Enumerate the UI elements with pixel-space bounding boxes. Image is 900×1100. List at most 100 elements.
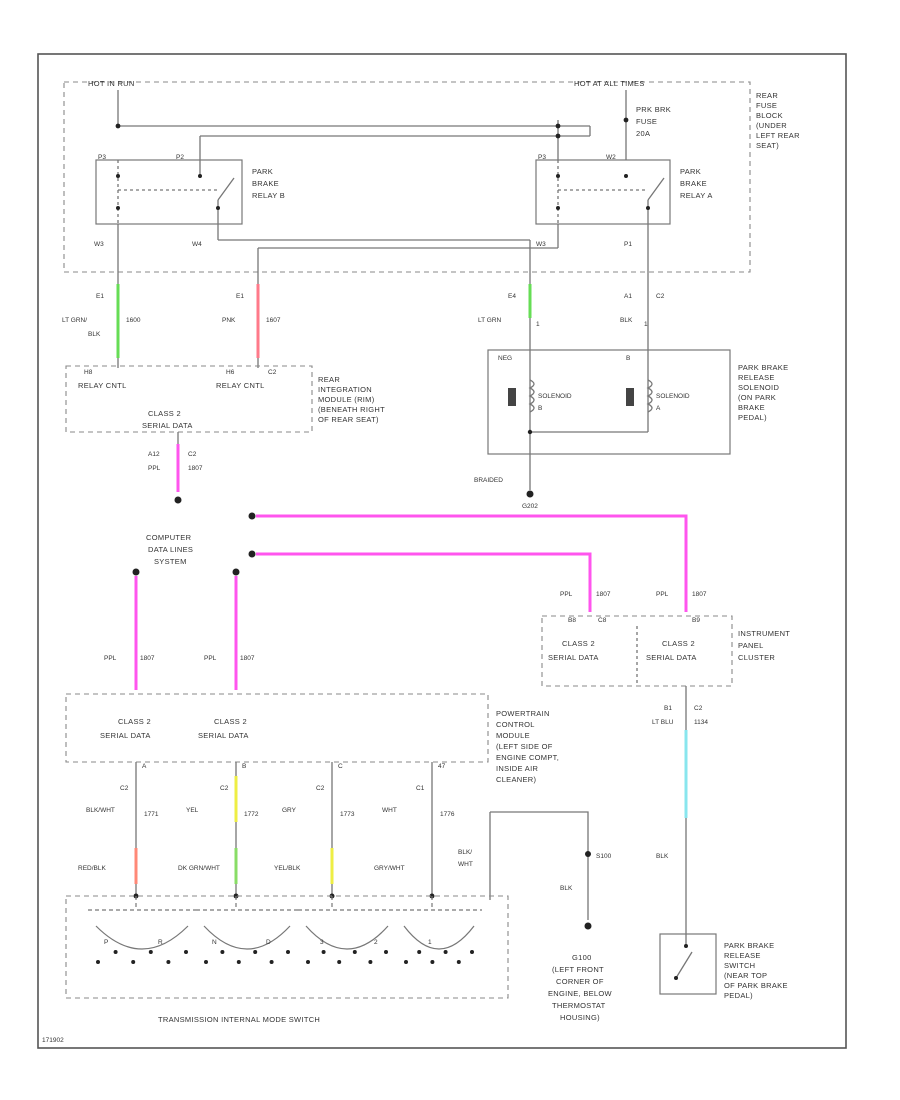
solenoid-ground: BRAIDED G202 [474, 440, 538, 510]
svg-text:SEAT): SEAT) [756, 141, 779, 150]
svg-text:CLASS 2: CLASS 2 [148, 409, 181, 418]
svg-text:CLASS 2: CLASS 2 [214, 717, 247, 726]
mode-switch-contact-3 [298, 896, 396, 964]
mode-position-label: 1 [428, 939, 432, 946]
svg-text:S100: S100 [596, 853, 612, 860]
wire-color-bottom: RED/BLK [78, 865, 106, 872]
svg-text:SOLENOID: SOLENOID [656, 393, 690, 400]
svg-text:OF PARK BRAKE: OF PARK BRAKE [724, 981, 788, 990]
svg-text:(LEFT FRONT: (LEFT FRONT [552, 965, 604, 974]
svg-text:SOLENOID: SOLENOID [538, 393, 572, 400]
svg-text:PPL: PPL [148, 465, 161, 472]
svg-text:A: A [656, 405, 661, 412]
hot-in-run-label: HOT IN RUN [88, 79, 135, 88]
svg-text:CONTROL: CONTROL [496, 720, 535, 729]
svg-text:B: B [538, 405, 542, 412]
svg-text:LT BLU: LT BLU [652, 719, 674, 726]
svg-text:P3: P3 [538, 154, 546, 161]
svg-text:W2: W2 [606, 154, 616, 161]
svg-text:THERMOSTAT: THERMOSTAT [552, 1001, 606, 1010]
ipc-label: INSTRUMENT PANEL CLUSTER [738, 629, 790, 662]
pcm-pin-number: 47 [438, 763, 446, 770]
svg-text:SOLENOID: SOLENOID [738, 383, 779, 392]
pcm-label: POWERTRAIN CONTROL MODULE (LEFT SIDE OF … [496, 709, 559, 784]
svg-text:C2: C2 [656, 293, 665, 300]
svg-text:PANEL: PANEL [738, 641, 764, 650]
svg-text:RELEASE: RELEASE [724, 951, 761, 960]
svg-text:SERIAL DATA: SERIAL DATA [100, 731, 151, 740]
pcm-pin-number: C [338, 763, 343, 770]
svg-text:SERIAL DATA: SERIAL DATA [198, 731, 249, 740]
svg-text:CLASS 2: CLASS 2 [662, 639, 695, 648]
svg-text:P1: P1 [624, 241, 632, 248]
svg-text:1807: 1807 [596, 591, 611, 598]
pcm-wire-labels: PPL 1807 PPL 1807 [104, 655, 255, 662]
diagram-frame [37, 53, 847, 1049]
ppl-data-bus [132, 512, 688, 690]
svg-text:LEFT REAR: LEFT REAR [756, 131, 800, 140]
svg-text:PEDAL): PEDAL) [738, 413, 767, 422]
svg-text:LT GRN: LT GRN [478, 317, 502, 324]
wire-color-bottom: GRY/WHT [374, 865, 405, 872]
svg-text:B1: B1 [664, 705, 672, 712]
svg-text:H8: H8 [84, 369, 93, 376]
wire-pnk-1607: E1 PNK 1607 [222, 272, 281, 368]
svg-text:(UNDER: (UNDER [756, 121, 787, 130]
wire-blk-a1: A1 C2 BLK 1 [620, 272, 665, 350]
svg-text:PEDAL): PEDAL) [724, 991, 753, 1000]
svg-text:INSIDE AIR: INSIDE AIR [496, 764, 538, 773]
svg-text:DATA LINES: DATA LINES [148, 545, 193, 554]
svg-text:INTEGRATION: INTEGRATION [318, 385, 372, 394]
ipc-lt-blu-wire: B1 C2 LT BLU 1134 [652, 686, 708, 830]
svg-text:A12: A12 [148, 451, 160, 458]
svg-text:1807: 1807 [240, 655, 255, 662]
svg-text:REAR: REAR [318, 375, 340, 384]
fuse-label: PRK BRK FUSE 20A [636, 105, 671, 138]
svg-text:RELAY CNTL: RELAY CNTL [78, 381, 127, 390]
svg-text:HOUSING): HOUSING) [560, 1013, 600, 1022]
svg-text:SERIAL DATA: SERIAL DATA [548, 653, 599, 662]
svg-text:BRAKE: BRAKE [680, 179, 707, 188]
svg-text:BRAKE: BRAKE [252, 179, 279, 188]
svg-text:W3: W3 [94, 241, 104, 248]
svg-text:C2: C2 [268, 369, 277, 376]
svg-text:BLK/: BLK/ [458, 849, 472, 856]
power-bus [115, 90, 629, 160]
svg-text:E1: E1 [96, 293, 104, 300]
svg-text:BLK: BLK [620, 317, 633, 324]
park-brake-release-solenoid: NEG B SOLENOID B SOLENOID A [498, 350, 690, 440]
svg-text:PARK BRAKE: PARK BRAKE [724, 941, 774, 950]
svg-text:(NEAR TOP: (NEAR TOP [724, 971, 767, 980]
svg-text:NEG: NEG [498, 355, 512, 362]
pcm-pin-label: C2 [220, 785, 229, 792]
svg-text:C8: C8 [598, 617, 607, 624]
svg-text:FUSE: FUSE [756, 101, 777, 110]
relay-b-label: PARK BRAKE RELAY B [252, 167, 285, 200]
svg-text:1807: 1807 [692, 591, 707, 598]
svg-text:(BENEATH RIGHT: (BENEATH RIGHT [318, 405, 385, 414]
wire-color-top: WHT [382, 807, 397, 814]
rim-content: H8 H6 C2 RELAY CNTL RELAY CNTL CLASS 2 S… [78, 369, 277, 430]
svg-text:ENGINE, BELOW: ENGINE, BELOW [548, 989, 613, 998]
svg-text:PPL: PPL [104, 655, 117, 662]
wire-color-bottom: YEL/BLK [274, 865, 301, 872]
svg-text:ENGINE COMPT,: ENGINE COMPT, [496, 753, 559, 762]
svg-text:WHT: WHT [458, 861, 473, 868]
svg-text:PPL: PPL [204, 655, 217, 662]
svg-text:W4: W4 [192, 241, 202, 248]
svg-text:PNK: PNK [222, 317, 236, 324]
svg-text:PPL: PPL [656, 591, 669, 598]
svg-text:W3: W3 [536, 241, 546, 248]
svg-text:CORNER OF: CORNER OF [556, 977, 604, 986]
pcm-pin-number: B [242, 763, 246, 770]
wire-color-top: YEL [186, 807, 199, 814]
svg-text:(ON PARK: (ON PARK [738, 393, 776, 402]
mode-position-label: 3 [320, 939, 324, 946]
wire-lt-grn-e4: E4 LT GRN 1 [478, 272, 540, 350]
park-brake-relay-b: P3 P2 W3 W4 [94, 154, 243, 272]
svg-text:PARK BRAKE: PARK BRAKE [738, 363, 788, 372]
svg-text:INSTRUMENT: INSTRUMENT [738, 629, 790, 638]
